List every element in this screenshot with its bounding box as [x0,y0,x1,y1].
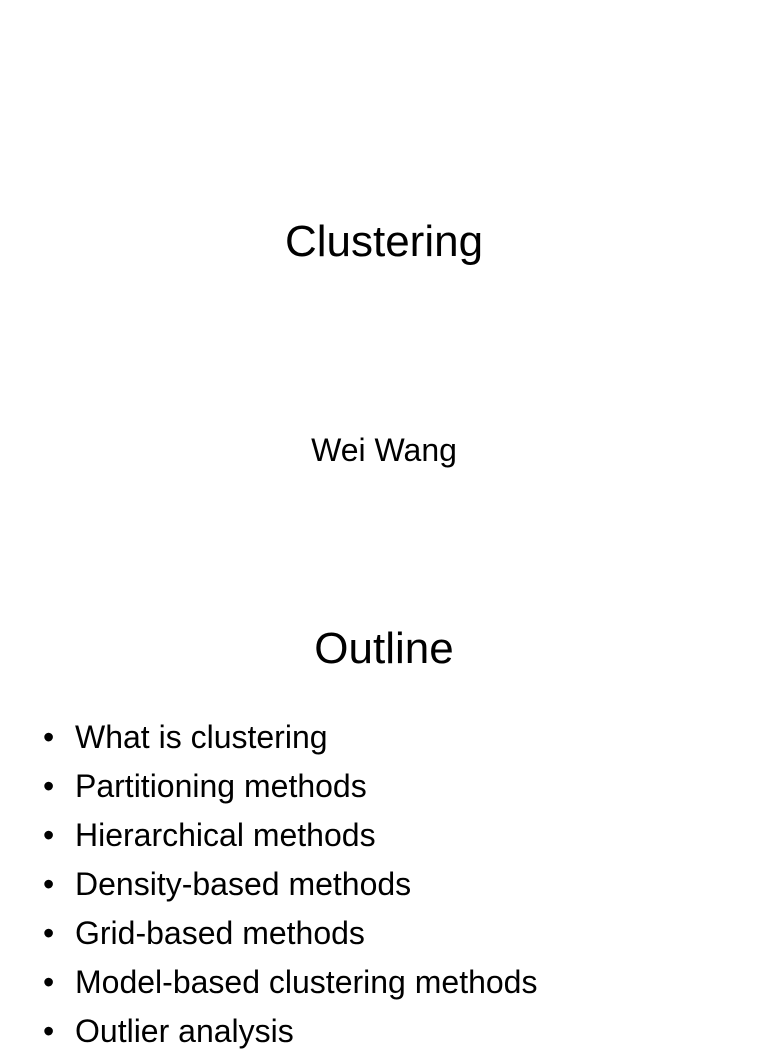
bullet-icon: • [43,719,55,755]
outline-list: • What is clustering • Partitioning method… [43,713,537,1056]
outline-item-label: Partitioning methods [75,768,367,804]
outline-title: Outline [314,624,454,673]
bullet-icon: • [43,1013,55,1049]
outline-item-label: Hierarchical methods [75,817,376,853]
outline-item: • Grid-based methods [43,909,537,958]
title-slide: Clustering Wei Wang [284,217,484,468]
bullet-icon: • [43,866,55,902]
outline-item: • Density-based methods [43,860,537,909]
bullet-icon: • [43,768,55,804]
outline-slide: Outline • What is clustering • Partitionin… [0,580,768,1049]
author-name: Wei Wang [311,432,457,468]
outline-item: • Outlier analysis [43,1007,537,1056]
bullet-icon: • [43,964,55,1000]
outline-item: • What is clustering [43,713,537,762]
outline-item: • Partitioning methods [43,762,537,811]
bullet-icon: • [43,915,55,951]
outline-item: • Model-based clustering methods [43,958,537,1007]
outline-item-label: Model-based clustering methods [75,964,538,1000]
outline-item-label: Density-based methods [75,866,412,902]
bullet-icon: • [43,817,55,853]
slide-title: Clustering [284,217,484,266]
outline-item-label: Outlier analysis [75,1013,294,1049]
outline-item: • Hierarchical methods [43,811,537,860]
outline-item-label: What is clustering [75,719,328,755]
outline-item-label: Grid-based methods [75,915,365,951]
